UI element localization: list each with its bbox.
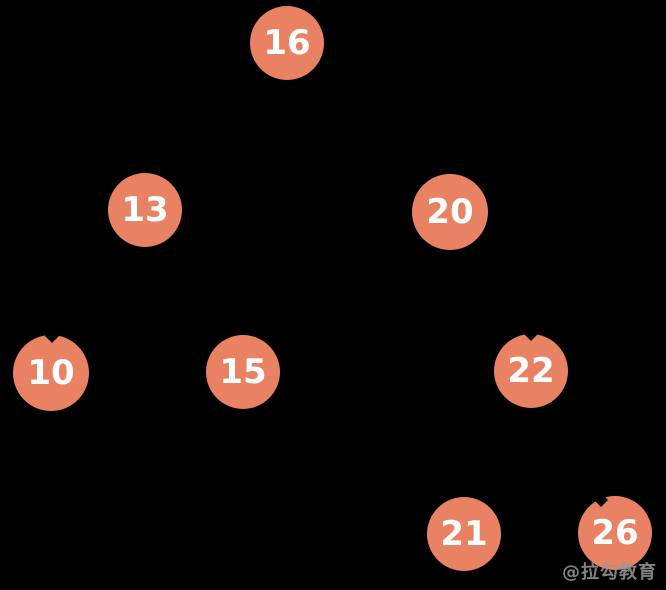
tree-node-13: 13 xyxy=(108,173,182,247)
tree-node-21: 21 xyxy=(427,497,501,571)
tree-node-22: 22 xyxy=(494,334,568,408)
tree-node-16: 16 xyxy=(250,6,324,80)
tree-node-15: 15 xyxy=(206,335,280,409)
tree-node-10: 10 xyxy=(13,335,89,411)
tree-node-20: 20 xyxy=(412,174,488,250)
watermark: @拉勾教育 xyxy=(562,562,657,583)
